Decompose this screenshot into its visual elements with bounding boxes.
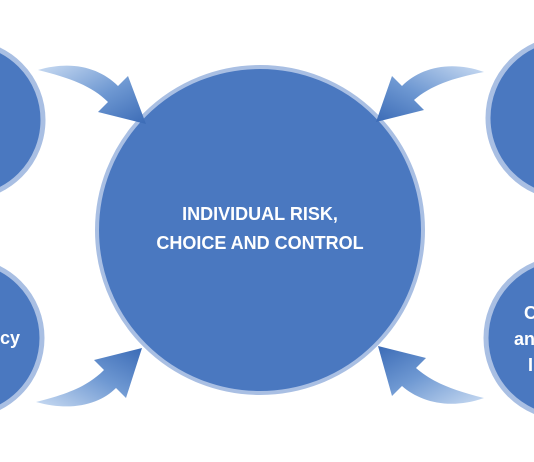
arrow-bottom-left: [36, 348, 142, 407]
top-left-circle: [0, 47, 46, 193]
bottom-right-circle: [483, 261, 534, 415]
arrow-top-left: [38, 65, 146, 124]
bottom-left-label-fragment: cy: [0, 328, 20, 348]
bottom-left-circle: [0, 266, 45, 410]
arrow-bottom-right: [378, 346, 484, 404]
center-circle: [95, 65, 425, 395]
bottom-right-label-line-2: an: [514, 329, 534, 349]
bottom-right-label-line-1: C: [524, 303, 534, 323]
top-right-circle: [485, 42, 534, 194]
bottom-right-label-line-3: I: [528, 355, 533, 375]
center-title-line-2: CHOICE AND CONTROL: [156, 233, 363, 253]
center-title-line-1: INDIVIDUAL RISK,: [182, 204, 338, 224]
arrow-top-right: [376, 66, 484, 122]
